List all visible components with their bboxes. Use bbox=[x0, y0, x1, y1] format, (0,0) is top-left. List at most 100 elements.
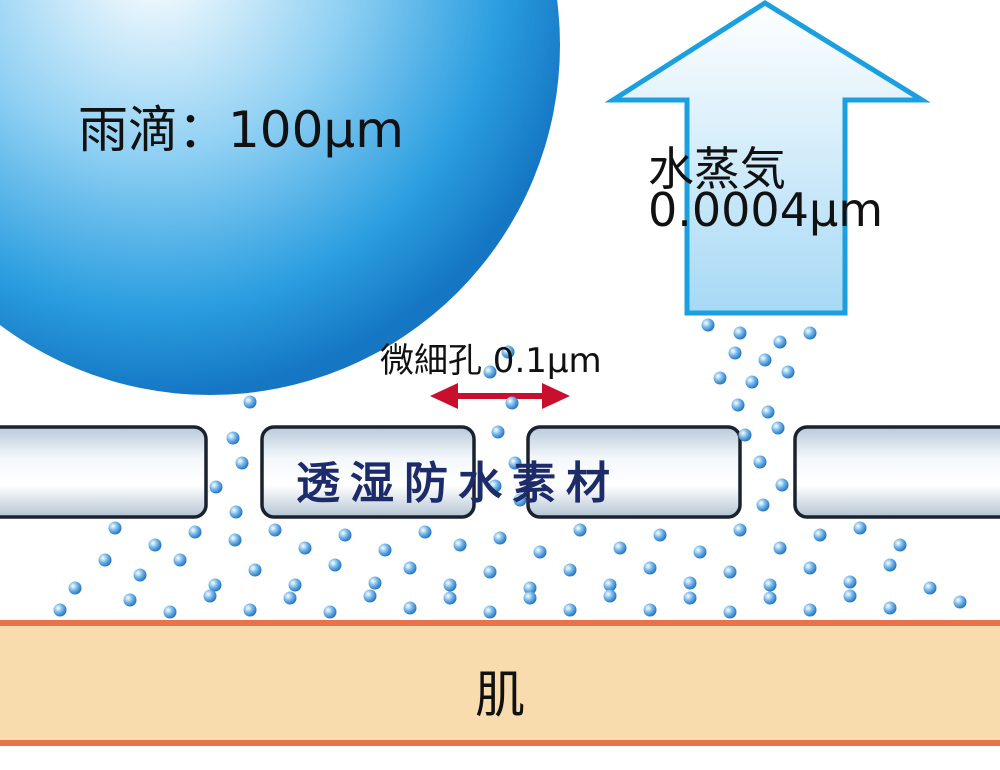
vapor-particle bbox=[443, 591, 457, 605]
vapor-particle bbox=[235, 456, 249, 470]
vapor-particle bbox=[761, 405, 775, 419]
material-segment-center-right bbox=[526, 425, 742, 519]
vapor-particle bbox=[501, 345, 515, 359]
skin-band bbox=[0, 622, 1000, 746]
pore-arrow-head-right bbox=[542, 383, 570, 409]
vapor-particle bbox=[923, 581, 937, 595]
vapor-particle bbox=[378, 543, 392, 557]
vapor-particle bbox=[573, 523, 587, 537]
vapor-particle bbox=[523, 591, 537, 605]
pore-label: 微細孔 0.1μm bbox=[380, 341, 602, 381]
vapor-particle bbox=[368, 576, 382, 590]
vapor-particle bbox=[243, 603, 257, 617]
vapor-particle bbox=[953, 595, 967, 609]
vapor-particle bbox=[203, 589, 217, 603]
vapor-particle bbox=[773, 541, 787, 555]
vapor-particle bbox=[491, 425, 505, 439]
vapor-particle bbox=[563, 603, 577, 617]
vapor-particle bbox=[723, 565, 737, 579]
raindrop-circle bbox=[0, 0, 560, 395]
vapor-particle bbox=[228, 533, 242, 547]
vapor-particle bbox=[781, 365, 795, 379]
material-segment-center-left bbox=[260, 425, 476, 519]
vapor-particle bbox=[338, 528, 352, 542]
vapor-arrow bbox=[604, 0, 931, 316]
vapor-particle bbox=[713, 371, 727, 385]
vapor-particle bbox=[613, 541, 627, 555]
vapor-particle bbox=[513, 493, 527, 507]
vapor-particle bbox=[643, 603, 657, 617]
vapor-particle bbox=[288, 578, 302, 592]
vapor-particle bbox=[643, 561, 657, 575]
vapor-particle bbox=[733, 326, 747, 340]
vapor-particle bbox=[328, 558, 342, 572]
vapor-particle bbox=[771, 421, 785, 435]
vapor-particle bbox=[148, 538, 162, 552]
vapor-particle bbox=[731, 398, 745, 412]
vapor-particle bbox=[229, 505, 243, 519]
vapor-particle bbox=[209, 480, 223, 494]
vapor-particle bbox=[603, 589, 617, 603]
vapor-particle bbox=[701, 318, 715, 332]
vapor-particle bbox=[803, 603, 817, 617]
vapor-particle bbox=[843, 589, 857, 603]
vapor-particle bbox=[653, 528, 667, 542]
vapor-particle bbox=[268, 523, 282, 537]
vapor-particle bbox=[418, 525, 432, 539]
vapor-particle bbox=[756, 498, 770, 512]
vapor-particle bbox=[853, 521, 867, 535]
vapor-particle bbox=[248, 563, 262, 577]
vapor-particle bbox=[683, 591, 697, 605]
vapor-particle bbox=[363, 589, 377, 603]
vapor-particle bbox=[243, 395, 257, 409]
vapor-particle bbox=[453, 538, 467, 552]
vapor-particle bbox=[758, 353, 772, 367]
vapor-particle bbox=[188, 525, 202, 539]
skin-label: 肌 bbox=[475, 666, 525, 724]
vapor-particle bbox=[733, 523, 747, 537]
material-segment-right bbox=[793, 425, 1000, 519]
vapor-particle bbox=[523, 581, 537, 595]
vapor-particle bbox=[488, 479, 502, 493]
vapor-particle bbox=[298, 541, 312, 555]
vapor-particle bbox=[443, 578, 457, 592]
vapor-particle bbox=[683, 576, 697, 590]
vapor-particle bbox=[483, 565, 497, 579]
vapor-particle bbox=[505, 396, 519, 410]
skin-border-top bbox=[0, 620, 1000, 626]
vapor-particle bbox=[813, 528, 827, 542]
vapor-particle bbox=[563, 563, 577, 577]
vapor-particle bbox=[603, 578, 617, 592]
vapor-particle bbox=[53, 603, 67, 617]
vapor-particle bbox=[163, 605, 177, 619]
vapor-particle bbox=[323, 605, 337, 619]
vapor-particle bbox=[133, 568, 147, 582]
pore-arrow-head-left bbox=[430, 383, 458, 409]
vapor-particle bbox=[283, 591, 297, 605]
vapor-particle bbox=[508, 456, 522, 470]
vapor-particle bbox=[493, 531, 507, 545]
material-segment-left bbox=[0, 425, 208, 519]
vapor-particle bbox=[68, 581, 82, 595]
vapor-particle bbox=[403, 561, 417, 575]
vapor-particle bbox=[738, 428, 752, 442]
vapor-particle bbox=[763, 578, 777, 592]
vapor-particle bbox=[693, 545, 707, 559]
vapor-particle bbox=[483, 605, 497, 619]
vapor-particle bbox=[173, 553, 187, 567]
vapor-particle bbox=[728, 346, 742, 360]
raindrop-label: 雨滴：100μm bbox=[78, 101, 404, 159]
vapor-particle bbox=[775, 478, 789, 492]
vapor-particle bbox=[803, 561, 817, 575]
vapor-particle bbox=[483, 365, 497, 379]
vapor-particle bbox=[533, 545, 547, 559]
vapor-particle bbox=[745, 375, 759, 389]
vapor-particle bbox=[763, 591, 777, 605]
vapor-particle bbox=[883, 601, 897, 615]
vapor-particle bbox=[226, 431, 240, 445]
vapor-particle bbox=[803, 326, 817, 340]
vapor-particle bbox=[843, 575, 857, 589]
vapor-particle bbox=[108, 521, 122, 535]
vapor-particle bbox=[403, 601, 417, 615]
